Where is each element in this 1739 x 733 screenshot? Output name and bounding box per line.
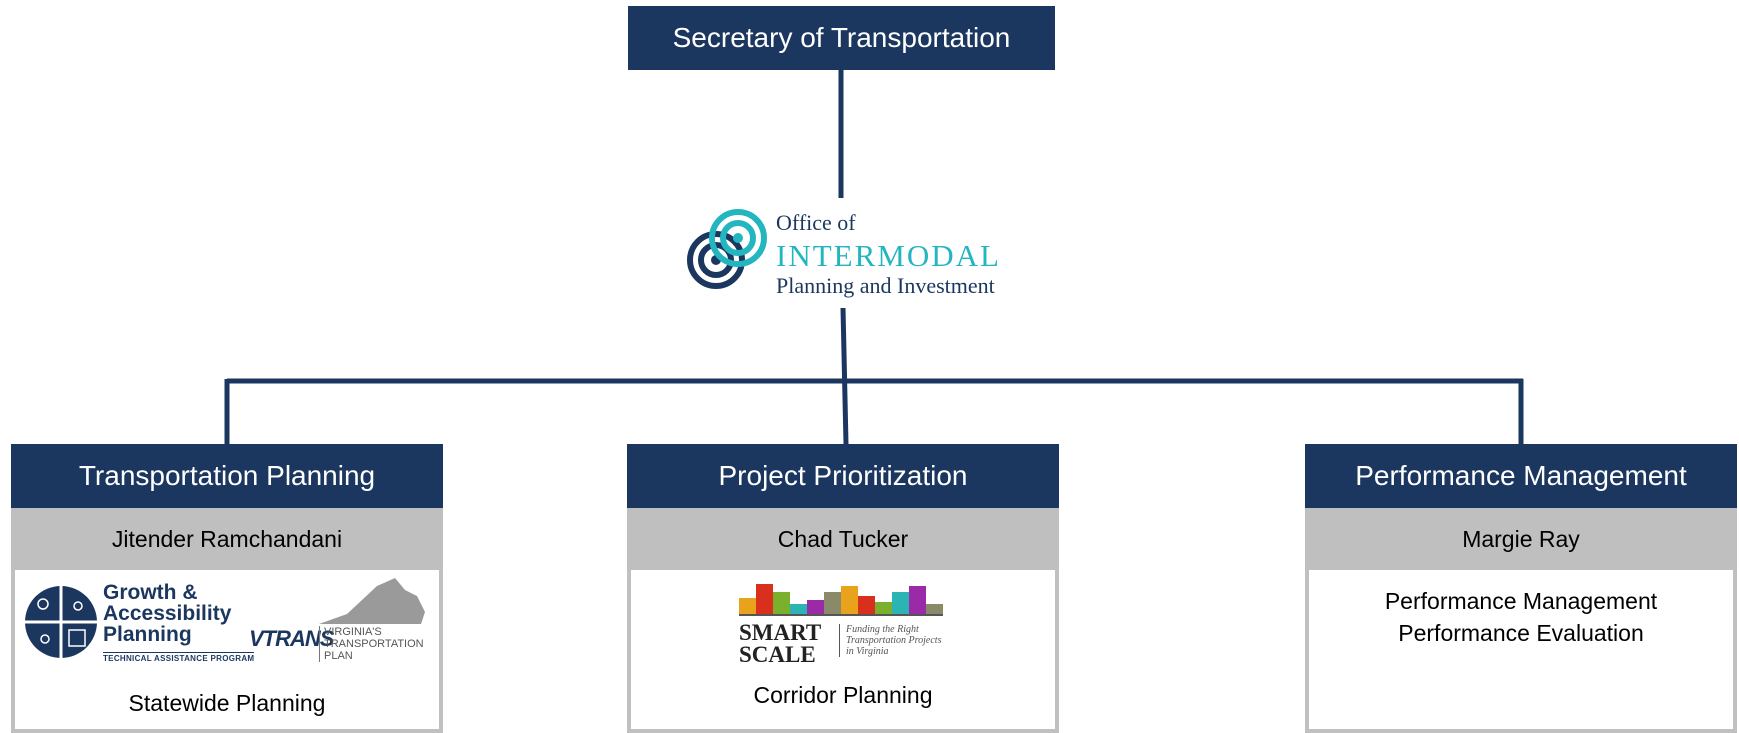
division-body: Growth & Accessibility Planning TECHNICA… bbox=[11, 570, 443, 733]
division-lead: Jitender Ramchandani bbox=[11, 508, 443, 570]
virginia-map-icon bbox=[319, 578, 425, 624]
division-body: SMART SCALE Funding the Right Transporta… bbox=[627, 570, 1059, 733]
division-lead: Chad Tucker bbox=[627, 508, 1059, 570]
division-item: Corridor Planning bbox=[753, 682, 933, 708]
division-title: Transportation Planning bbox=[11, 444, 443, 508]
secretary-title: Secretary of Transportation bbox=[672, 22, 1011, 53]
division-performance-management: Performance Management Margie Ray Perfor… bbox=[1305, 444, 1737, 733]
vtrans-wordmark: VTRANS bbox=[249, 626, 334, 651]
logo-intermodal: INTERMODAL bbox=[776, 238, 1001, 273]
division-item: Statewide Planning bbox=[128, 690, 326, 716]
vtrans-subtitle: VIRGINIA'S TRANSPORTATION PLAN bbox=[319, 626, 424, 662]
division-item: Performance Evaluation bbox=[1398, 620, 1644, 646]
smart-scale-wordmark: SMART SCALE bbox=[739, 620, 821, 667]
vtrans-logo: VTRANS VIRGINIA'S TRANSPORTATION PLAN bbox=[247, 576, 437, 662]
smart-scale-bars-icon bbox=[739, 584, 943, 616]
ga-title: Growth & Accessibility Planning bbox=[103, 581, 232, 646]
smart-scale-tagline: Funding the Right Transportation Project… bbox=[839, 624, 942, 657]
logo-office-of: Office of bbox=[776, 210, 856, 235]
division-project-prioritization: Project Prioritization Chad Tucker SMART… bbox=[627, 444, 1059, 733]
logo-planning: Planning and Investment bbox=[776, 273, 995, 298]
division-title: Project Prioritization bbox=[627, 444, 1059, 508]
ga-subtitle: TECHNICAL ASSISTANCE PROGRAM bbox=[103, 652, 255, 663]
growth-accessibility-logo: Growth & Accessibility Planning TECHNICA… bbox=[23, 581, 255, 663]
division-item: Performance Management bbox=[1384, 588, 1658, 614]
growth-accessibility-icon bbox=[25, 586, 97, 658]
secretary-box: Secretary of Transportation bbox=[628, 6, 1055, 70]
division-title: Performance Management bbox=[1305, 444, 1737, 508]
division-body: Performance Management Performance Evalu… bbox=[1305, 570, 1737, 733]
division-transportation-planning: Transportation Planning Jitender Ramchan… bbox=[11, 444, 443, 733]
intermodal-rings-icon bbox=[687, 209, 767, 289]
division-lead: Margie Ray bbox=[1305, 508, 1737, 570]
office-logo: Office of INTERMODAL Planning and Invest… bbox=[686, 208, 1006, 298]
smart-scale-logo: SMART SCALE Funding the Right Transporta… bbox=[739, 582, 949, 666]
